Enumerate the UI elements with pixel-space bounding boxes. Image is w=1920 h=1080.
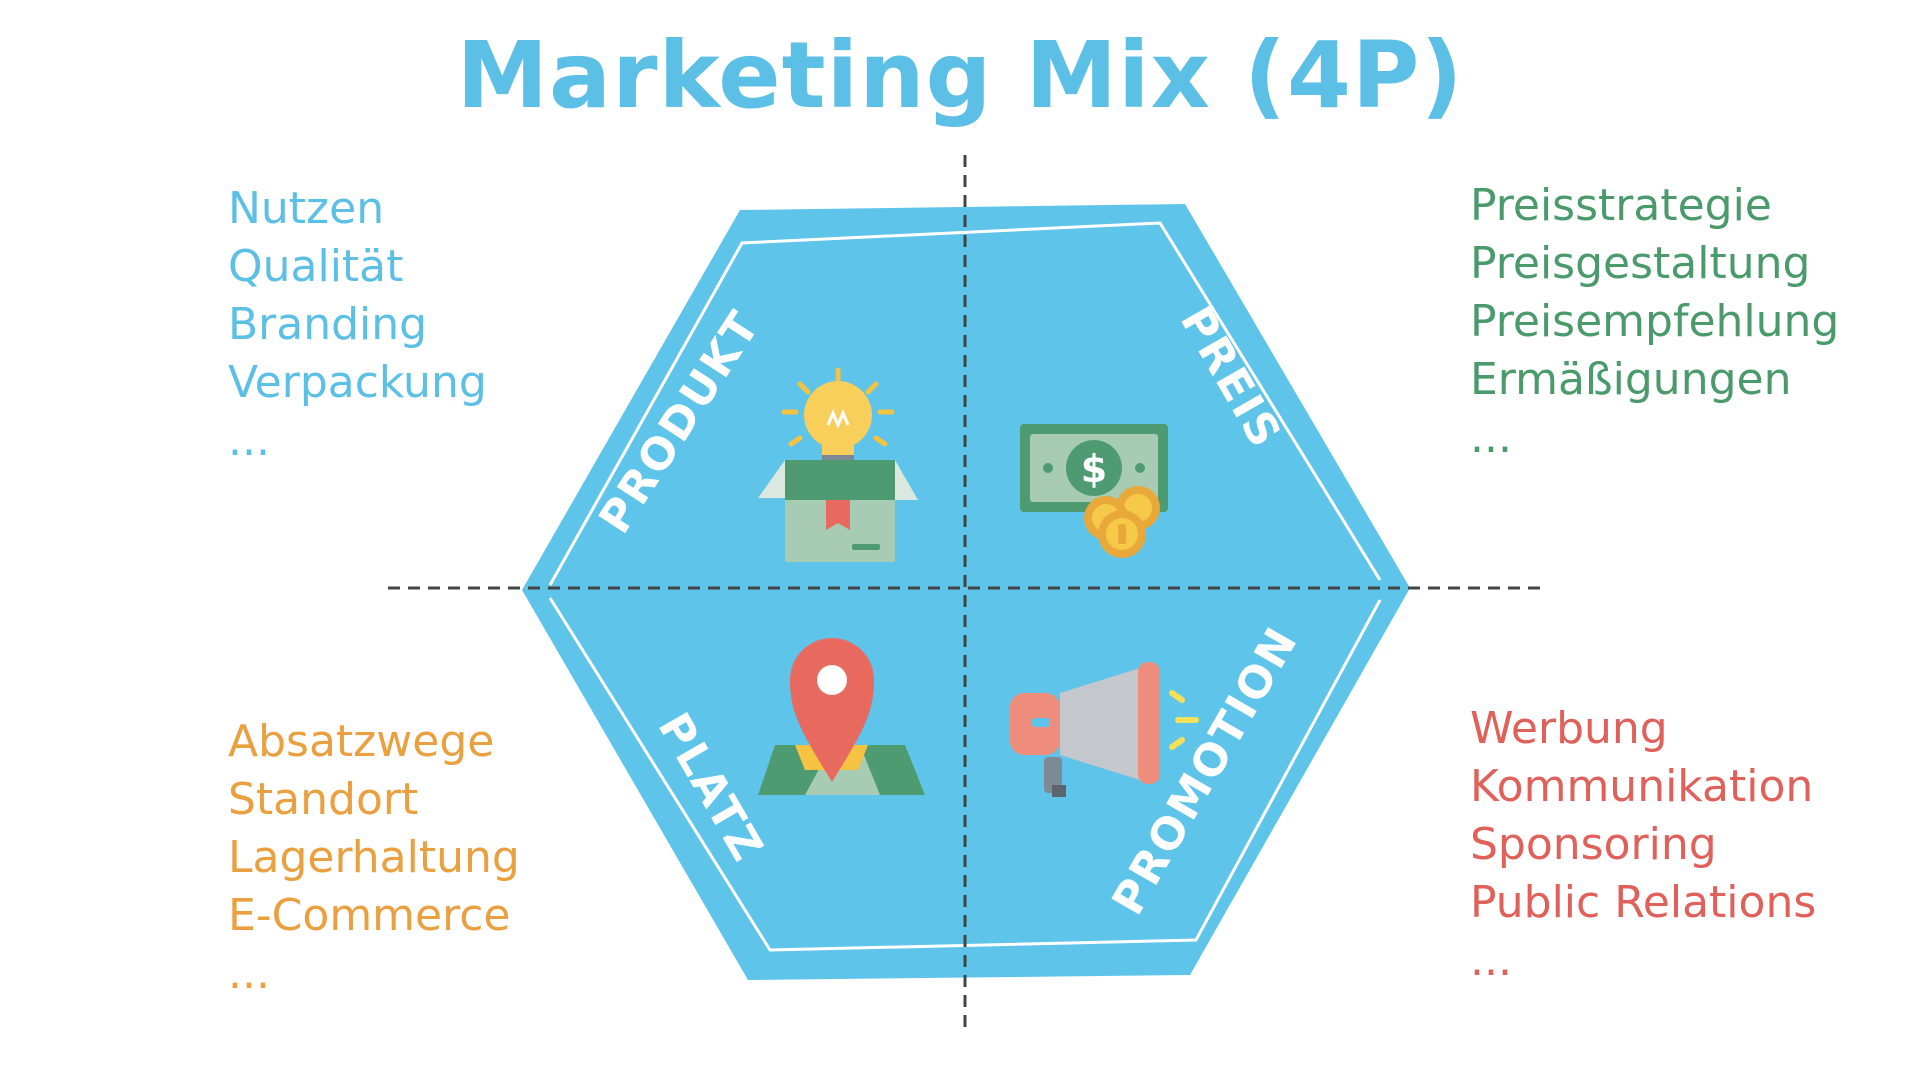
- list-item: ...: [1470, 412, 1512, 463]
- list-item: Kommunikation: [1470, 761, 1814, 812]
- list-item: Verpackung: [228, 357, 487, 408]
- list-item: ...: [228, 415, 270, 466]
- preis-list: Preisstrategie Preisgestaltung Preisempf…: [1470, 177, 1839, 467]
- list-item: Ermäßigungen: [1470, 354, 1792, 405]
- list-item: Branding: [228, 299, 428, 350]
- map-pin-icon: [758, 638, 925, 795]
- megaphone-icon: [1010, 662, 1199, 797]
- platz-list: Absatzwege Standort Lagerhaltung E-Comme…: [228, 713, 520, 1003]
- list-item: Public Relations: [1470, 877, 1817, 928]
- page-title: Marketing Mix (4P): [456, 22, 1464, 129]
- list-item: Preisgestaltung: [1470, 238, 1811, 289]
- list-item: ...: [228, 948, 270, 999]
- list-item: Standort: [228, 774, 419, 825]
- list-item: Preisstrategie: [1470, 180, 1772, 231]
- hexagon-background: [522, 204, 1410, 980]
- list-item: E-Commerce: [228, 890, 511, 941]
- hexagon-inner-line-bottom: [548, 597, 1382, 952]
- list-item: Lagerhaltung: [228, 832, 520, 883]
- list-item: ...: [1470, 935, 1512, 986]
- list-item: Absatzwege: [228, 716, 495, 767]
- svg-text:$: $: [1081, 447, 1107, 491]
- lightbulb-box-icon: [758, 367, 918, 562]
- list-item: Preisempfehlung: [1470, 296, 1840, 347]
- promotion-list: Werbung Kommunikation Sponsoring Public …: [1470, 700, 1816, 990]
- list-item: Werbung: [1470, 703, 1668, 754]
- produkt-list: Nutzen Qualität Branding Verpackung ...: [228, 180, 487, 470]
- list-item: Qualität: [228, 241, 404, 292]
- hexagon-inner-line-top: [548, 221, 1382, 586]
- list-item: Sponsoring: [1470, 819, 1717, 870]
- list-item: Nutzen: [228, 183, 385, 234]
- money-coins-icon: $: [1020, 424, 1168, 558]
